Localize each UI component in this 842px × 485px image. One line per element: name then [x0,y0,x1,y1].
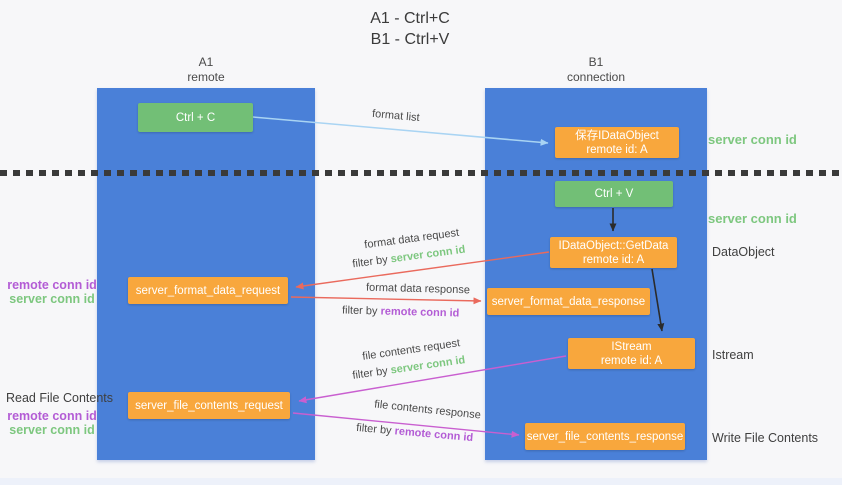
lane-header-b1: B1 connection [485,55,707,85]
remote-conn-id-text: remote conn id [394,425,474,445]
lane-b1-title: B1 [588,55,604,69]
node-istream-line2: remote id: A [600,354,663,367]
node-ctrl-c: Ctrl + C [138,103,253,132]
title-line-2: B1 - Ctrl+V [370,31,450,48]
diagram-title: A1 - Ctrl+C B1 - Ctrl+V [300,8,520,50]
node-save-idataobject-line1: 保存IDataObject [575,129,659,142]
lane-header-a1: A1 remote [97,55,315,85]
lane-a1-subtitle: remote [187,70,225,84]
server-conn-id-text: server conn id [389,354,467,377]
node-istream: IStream remote id: A [568,338,695,369]
conn-id-pair-2: remote conn id server conn id [6,409,98,437]
node-idataobject-getdata-line2: remote id: A [582,253,645,266]
node-server-format-data-request: server_format_data_request [128,277,288,304]
node-server-format-data-request-label: server_format_data_request [135,284,281,297]
server-conn-id-text: server conn id [389,243,467,266]
node-server-file-contents-response-label: server_file_contents_response [526,430,684,443]
server-conn-id-annotation-2: server conn id [708,211,797,226]
filter-by-remote-conn-id-label-1: filter by remote conn id [342,304,460,319]
arrow-format-data-response [290,296,482,305]
filter-by-text: filter by [355,421,396,438]
read-file-contents-annotation: Read File Contents [6,391,114,405]
node-save-idataobject-line2: remote id: A [586,143,648,156]
remote-conn-id-annotation-1: remote conn id [7,278,97,292]
conn-id-pair-1: remote conn id server conn id [6,278,98,306]
node-server-format-data-response-label: server_format_data_response [491,295,646,308]
filter-by-text: filter by [351,253,392,271]
server-conn-id-annotation-left-2: server conn id [9,423,95,437]
node-ctrl-v-label: Ctrl + V [594,188,634,200]
network-boundary-dotted-line [0,170,842,176]
node-server-file-contents-response: server_file_contents_response [525,423,685,450]
dataobject-annotation: DataObject [712,245,775,259]
lane-b1-subtitle: connection [566,70,626,84]
node-server-format-data-response: server_format_data_response [487,288,650,315]
server-conn-id-annotation-1: server conn id [708,132,797,147]
node-save-idataobject: 保存IDataObject remote id: A [555,127,679,158]
node-server-file-contents-request: server_file_contents_request [128,392,290,419]
remote-conn-id-text: remote conn id [380,305,460,320]
write-file-contents-annotation: Write File Contents [712,431,819,445]
format-data-response-label: format data response [365,281,471,297]
node-ctrl-v: Ctrl + V [555,181,673,207]
lane-a1-title: A1 [198,55,214,69]
title-line-1: A1 - Ctrl+C [370,10,450,27]
istream-annotation: Istream [712,348,754,362]
bottom-edge [0,478,842,485]
format-list-label: format list [371,107,421,125]
node-server-file-contents-request-label: server_file_contents_request [135,399,283,412]
node-idataobject-getdata-line1: IDataObject::GetData [558,239,669,252]
filter-by-text: filter by [351,364,392,382]
node-ctrl-c-label: Ctrl + C [175,111,216,124]
remote-conn-id-annotation-2: remote conn id [7,409,97,423]
file-contents-response-label: file contents response [373,398,482,422]
server-conn-id-annotation-left-1: server conn id [9,292,95,306]
node-istream-line1: IStream [611,340,652,353]
node-idataobject-getdata: IDataObject::GetData remote id: A [550,237,677,268]
filter-by-remote-conn-id-label-2: filter by remote conn id [356,422,474,444]
filter-by-text: filter by [341,304,381,318]
